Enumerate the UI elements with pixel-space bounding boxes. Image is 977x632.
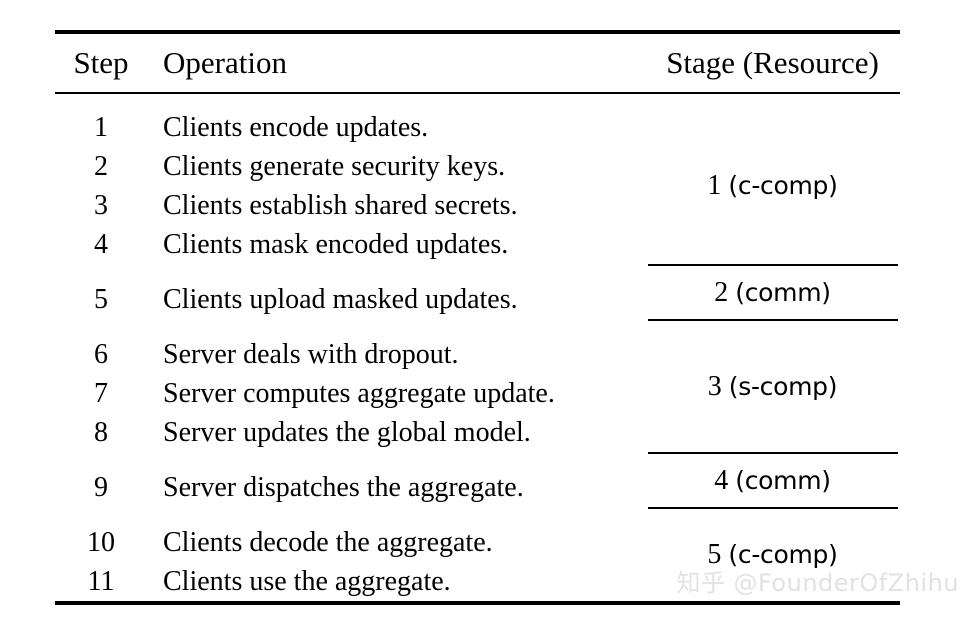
stage-separator-rule xyxy=(647,507,898,509)
table-row: 4 Clients mask encoded updates. xyxy=(55,225,645,264)
stage-label: 3 (s-comp) xyxy=(707,370,838,403)
stage-number: 4 xyxy=(714,464,729,496)
stage-resource: (comm) xyxy=(735,277,831,307)
zhihu-logo-text: 知乎 xyxy=(676,569,726,597)
stage-label: 4 (comm) xyxy=(714,464,831,497)
operation-text: Clients encode updates. xyxy=(163,112,429,143)
step-number: 3 xyxy=(94,190,108,221)
stage-label: 2 (comm) xyxy=(714,276,831,309)
stage-resource: (s-comp) xyxy=(728,371,838,401)
step-operation-pane: 1 Clients encode updates. 2 Clients gene… xyxy=(55,94,645,601)
column-header-operation: Operation xyxy=(163,45,287,80)
stage-cell: 3 (s-comp) xyxy=(645,321,900,452)
table-row: 5 Clients upload masked updates. xyxy=(55,280,645,319)
operation-text: Server dispatches the aggregate. xyxy=(163,472,524,503)
column-header-step: Step xyxy=(73,45,129,80)
table-row: 6 Server deals with dropout. xyxy=(55,335,645,374)
operation-group: 6 Server deals with dropout. 7 Server co… xyxy=(55,335,645,452)
step-number: 9 xyxy=(94,472,108,503)
operation-group: 9 Server dispatches the aggregate. xyxy=(55,468,645,507)
step-number: 7 xyxy=(94,378,108,409)
operation-group: 1 Clients encode updates. 2 Clients gene… xyxy=(55,94,645,264)
table-body: 1 Clients encode updates. 2 Clients gene… xyxy=(55,94,900,601)
watermark-handle: @FounderOfZhihu xyxy=(733,569,959,597)
table-row: 8 Server updates the global model. xyxy=(55,413,645,452)
stage-number: 2 xyxy=(714,276,729,308)
table-row: 1 Clients encode updates. xyxy=(55,108,645,147)
step-number: 4 xyxy=(94,229,108,260)
stage-label: 1 (c-comp) xyxy=(707,170,837,202)
table-row: 10 Clients decode the aggregate. xyxy=(55,523,645,562)
stage-number: 3 xyxy=(707,370,722,402)
stage-resource: (c-comp) xyxy=(728,171,838,200)
stage-label: 5 (c-comp) xyxy=(707,539,837,571)
operation-text: Server computes aggregate update. xyxy=(163,378,555,409)
table-header-rule xyxy=(55,92,900,94)
stage-separator-rule xyxy=(647,264,898,266)
stage-operation-table: Step Operation Stage (Resource) 1 Client… xyxy=(55,30,900,605)
stage-resource: (comm) xyxy=(735,465,831,495)
stage-cell: 5 (c-comp) xyxy=(645,509,900,601)
operation-group: 5 Clients upload masked updates. xyxy=(55,280,645,319)
step-number: 10 xyxy=(87,527,115,558)
table-row: 3 Clients establish shared secrets. xyxy=(55,186,645,225)
stage-cell: 1 (c-comp) xyxy=(645,94,900,264)
step-number: 11 xyxy=(87,566,115,597)
step-number: 8 xyxy=(94,417,108,448)
step-number: 1 xyxy=(94,112,108,143)
operation-group: 10 Clients decode the aggregate. 11 Clie… xyxy=(55,523,645,601)
table-row: 9 Server dispatches the aggregate. xyxy=(55,468,645,507)
operation-text: Clients establish shared secrets. xyxy=(163,190,518,221)
operation-text: Clients use the aggregate. xyxy=(163,566,451,597)
watermark: 知乎@FounderOfZhihu xyxy=(676,563,959,598)
operation-text: Server deals with dropout. xyxy=(163,339,459,370)
step-number: 2 xyxy=(94,151,108,182)
table-bottom-rule xyxy=(55,601,900,605)
operation-text: Server updates the global model. xyxy=(163,417,531,448)
operation-text: Clients upload masked updates. xyxy=(163,284,518,315)
stage-number: 1 xyxy=(707,170,722,201)
table-row: 7 Server computes aggregate update. xyxy=(55,374,645,413)
stage-separator-rule xyxy=(647,452,898,454)
table-row: 11 Clients use the aggregate. xyxy=(55,562,645,601)
stage-resource: (c-comp) xyxy=(728,540,838,569)
stage-separator-rule xyxy=(647,319,898,321)
table-header-row: Step Operation Stage (Resource) xyxy=(55,34,900,92)
operation-text: Clients generate security keys. xyxy=(163,151,506,182)
column-header-stage: Stage (Resource) xyxy=(666,45,879,80)
table-top-rule xyxy=(55,30,900,34)
operation-text: Clients mask encoded updates. xyxy=(163,229,509,260)
step-number: 6 xyxy=(94,339,108,370)
stage-cell: 4 (comm) xyxy=(645,454,900,507)
stage-number: 5 xyxy=(707,539,722,570)
table-row: 2 Clients generate security keys. xyxy=(55,147,645,186)
stage-pane: 1 (c-comp) 2 (comm) 3 (s-comp) 4 (comm) xyxy=(645,94,900,601)
stage-cell: 2 (comm) xyxy=(645,266,900,319)
step-number: 5 xyxy=(94,284,108,315)
operation-text: Clients decode the aggregate. xyxy=(163,527,493,558)
